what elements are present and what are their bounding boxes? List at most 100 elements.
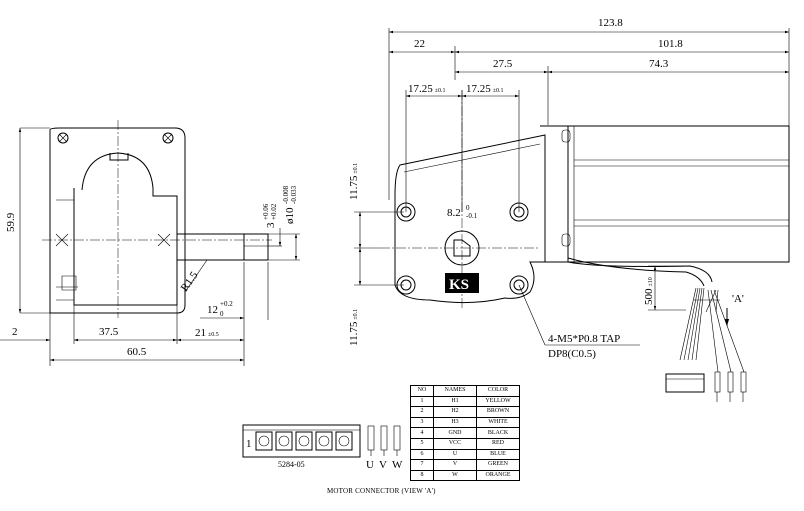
row-no: 4	[410, 427, 434, 439]
screw-bottom	[561, 233, 571, 247]
dim-radius: R1.5	[179, 269, 201, 294]
lead-terminal-w	[740, 371, 747, 402]
dim-hole-pitch-left: 17.25±0.1	[408, 83, 446, 95]
header-names: NAMES	[433, 385, 477, 397]
dim-flat-tol-lower: 0	[220, 310, 224, 318]
dim-shaft-dia: ø10	[284, 207, 296, 224]
dim-overall-length: 123.8	[598, 17, 623, 29]
row-no: 8	[410, 469, 434, 482]
gearbox-plate	[394, 134, 546, 304]
dim-center-offset-tol-lower: -0.1	[466, 212, 478, 220]
motor-dome	[81, 152, 154, 191]
row-name: U	[433, 448, 477, 461]
dim-flat-length: 12	[207, 304, 218, 316]
side-view: 59.9 2 37.5 21±0.5 60.5 12 +0.2 0 R1.5 3…	[0, 120, 300, 366]
tap-note-line1: 4-M5*P0.8 TAP	[548, 333, 620, 345]
row-name: H3	[433, 416, 477, 429]
output-shaft	[177, 233, 245, 261]
row-name: VCC	[433, 437, 477, 450]
terminal-label-u: U	[366, 459, 374, 471]
tap-note-line2: DP8(C0.5)	[548, 348, 596, 360]
dim-vertical-upper: 11.75±0.1	[348, 163, 360, 200]
mount-hole-top-right	[162, 132, 174, 144]
plate-edge	[403, 143, 541, 173]
terminal-w	[393, 425, 401, 456]
color-table-header: NO NAMES COLOR	[410, 385, 520, 397]
row-name: GND	[433, 427, 477, 439]
dim-flat-tol-upper: +0.2	[220, 300, 233, 308]
row-color: YELLOW	[476, 395, 520, 408]
tap-hole-tr	[509, 202, 529, 222]
screw-top	[561, 129, 571, 143]
row-no: 1	[410, 395, 434, 408]
header-no: NO	[410, 385, 434, 397]
motor-endbell	[540, 125, 569, 263]
dim-flat-depth: 3	[265, 222, 277, 228]
connector-pin-2	[275, 431, 293, 451]
connector-pin-one: 1	[246, 438, 252, 450]
connector-model: 5284-05	[278, 460, 305, 469]
side-pin	[61, 275, 77, 291]
dim-hole-pitch-right: 17.25±0.1	[466, 83, 504, 95]
row-no: 6	[410, 448, 434, 461]
connector-pin-1	[255, 431, 273, 451]
view-a-label: 'A'	[732, 293, 744, 305]
connector-body	[242, 424, 361, 458]
row-color: ORANGE	[476, 469, 520, 482]
lead-connector-housing	[665, 373, 705, 393]
dim-shaft-length: 21±0.5	[195, 327, 219, 339]
shaft-d-cut	[453, 239, 471, 257]
lead-terminal-v	[727, 371, 734, 402]
ks-logo-box	[445, 273, 479, 293]
row-color: BLUE	[476, 448, 520, 461]
dim-lead-length: 500±10	[643, 277, 655, 305]
motor-body	[73, 188, 178, 306]
connector-pin-4	[315, 431, 333, 451]
flange-outline	[49, 127, 186, 314]
row-name: V	[433, 459, 477, 471]
lead-bundle-lower	[567, 257, 705, 287]
dim-offset-b: 74.3	[649, 58, 669, 70]
connector-pin-5	[335, 431, 353, 451]
terminal-label-w: W	[392, 459, 403, 471]
row-color: WHITE	[476, 416, 520, 429]
dim-center-offset-tol-upper: 0	[466, 204, 470, 212]
row-no: 3	[410, 416, 434, 429]
ks-logo: KS	[449, 277, 469, 293]
dim-offset-a: 27.5	[493, 58, 513, 70]
row-no: 7	[410, 459, 434, 471]
dim-gearbox-length: 22	[414, 38, 425, 50]
row-color: GREEN	[476, 459, 520, 471]
tap-hole-br	[509, 275, 529, 295]
dim-flat-depth-tol-lower: +0.02	[270, 203, 278, 220]
row-color: RED	[476, 437, 520, 450]
row-color: BLACK	[476, 427, 520, 439]
row-color: BROWN	[476, 406, 520, 418]
dim-shaft-dia-tol-lower: -0.033	[290, 185, 298, 204]
terminal-v	[380, 425, 388, 456]
connector-pin-3	[295, 431, 313, 451]
lead-wires	[679, 287, 745, 373]
front-view: 123.8 22 101.8 27.5 74.3 17.25±0.1 17.25…	[348, 17, 790, 402]
lead-terminal-u	[714, 371, 721, 402]
terminal-u	[367, 425, 375, 456]
motor-can	[568, 125, 790, 263]
dim-motor-length: 101.8	[658, 38, 683, 50]
connector-view: 1 U V W	[242, 424, 403, 471]
dim-vertical-lower: 11.75±0.1	[348, 309, 360, 346]
dome-notch	[109, 153, 129, 161]
dim-left-offset: 2	[12, 326, 18, 338]
connector-caption: MOTOR CONNECTOR (VIEW 'A')	[327, 487, 436, 495]
dim-overall-width: 60.5	[127, 346, 147, 358]
header-color: COLOR	[476, 385, 520, 397]
row-name: H1	[433, 395, 477, 408]
row-name: W	[433, 469, 477, 482]
